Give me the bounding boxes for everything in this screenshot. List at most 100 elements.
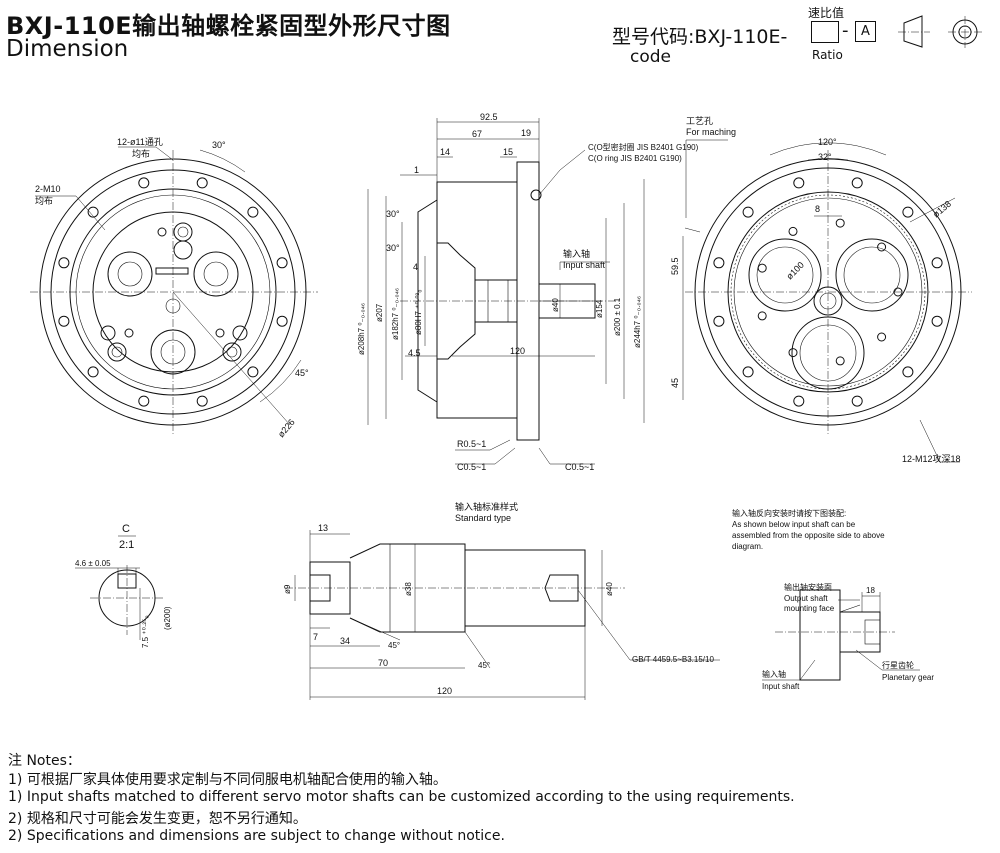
ratio-label-en: Ratio (812, 48, 843, 62)
reverse-note-cn: 输入轴反向安装时请按下图装配: (732, 508, 846, 518)
bolt-hole (196, 395, 208, 407)
side-input-shaft-en: Input shaft (563, 260, 606, 270)
side-d40: ø40 (551, 298, 560, 312)
bolt-hole (931, 257, 943, 269)
code-dash: - (842, 20, 849, 41)
front-thread-note: 2-M10 (35, 184, 61, 194)
bolt-hole (87, 206, 99, 218)
reverse-mount-en2: mounting face (784, 604, 835, 613)
bolt-hole (851, 177, 863, 189)
reverse-mount-cn: 输出轴安装面 (784, 582, 832, 592)
shaft-angle-45b: 45° (478, 661, 490, 670)
note-1-cn: 1) 可根据厂家具体使用要求定制与不同伺服电机轴配合使用的输入轴。 (8, 772, 447, 788)
bolt-hole (793, 395, 805, 407)
oring-note-cn: C(O型密封圈 JIS B2401 G190) (588, 142, 699, 152)
side-dim-120: 120 (510, 346, 525, 356)
back-angle-32: 32° (818, 152, 832, 162)
side-dim-4-5: 4.5 (408, 348, 421, 358)
side-d182: ø182h7 ⁰₋₀.₀₄₆ (391, 288, 400, 340)
bolt-hole (902, 366, 914, 378)
back-view (682, 139, 972, 463)
bolt-hole (788, 348, 798, 358)
bolt-hole (931, 315, 943, 327)
ratio-box (811, 21, 839, 43)
detail-c-d200: (ø200) (163, 606, 172, 630)
back-thread-note: 12-M12攻深18 (902, 453, 961, 464)
suffix-box: A (855, 21, 876, 42)
bolt-hole (247, 366, 259, 378)
shaft-title-en: Standard type (455, 513, 511, 523)
bolt-hole (713, 315, 725, 327)
bolt-hole (196, 177, 208, 189)
bolt-hole (851, 395, 863, 407)
side-angle-30a: 30° (386, 209, 400, 219)
side-section-view (367, 118, 645, 465)
bolt-hole (793, 177, 805, 189)
reverse-note-en3: diagram. (732, 542, 763, 551)
front-hole-note-2: 均布 (132, 148, 150, 159)
bolt-hole (138, 395, 150, 407)
shaft-d40: ø40 (605, 582, 614, 596)
bolt-hole (877, 332, 887, 342)
back-angle-120: 120° (818, 137, 837, 147)
bolt-hole (247, 206, 259, 218)
front-hole-note: 12-ø11通孔 (117, 137, 163, 147)
bolt-hole (757, 311, 767, 321)
side-d207: ø207 (375, 303, 384, 322)
reverse-gear-cn: 行星齿轮 (882, 660, 914, 670)
bolt-hole (835, 218, 845, 228)
reverse-mount-en1: Output shaft (784, 594, 828, 603)
front-dia-226: ø226 (276, 417, 297, 439)
front-thread-note-cn: 均布 (35, 195, 53, 206)
reverse-dim-18: 18 (866, 586, 875, 595)
detail-c-label: C (122, 523, 130, 535)
bolt-hole (276, 315, 288, 327)
shaft-dim-70: 70 (378, 658, 388, 668)
front-angle-side: 45° (295, 368, 309, 378)
side-dim-4: 4 (413, 262, 418, 272)
side-d208: ø208h7 ⁰₋₀.₀₄₆ (357, 303, 366, 355)
bolt-hole (757, 263, 767, 273)
model-code-label: 型号代码:BXJ-110E- (612, 26, 788, 48)
back-craft-cn: 工艺孔 (686, 116, 713, 126)
side-dim-92-5: 92.5 (480, 112, 498, 122)
back-d100: ø100 (784, 260, 806, 282)
front-view (30, 146, 318, 435)
title-cn: BXJ-110E输出轴螺栓紧固型外形尺寸图 (6, 12, 451, 40)
front-angle-top: 30° (212, 140, 226, 150)
shaft-title-cn: 输入轴标准样式 (455, 501, 518, 512)
side-dim-19: 19 (521, 128, 531, 138)
bolt-hole (58, 257, 70, 269)
bolt-hole (742, 366, 754, 378)
bolt-hole (902, 206, 914, 218)
shaft-standard: GB/T 4459.5~B3.15/10 (632, 655, 714, 664)
reverse-gear-en: Planetary gear (882, 673, 934, 682)
side-c05b: C0.5~1 (565, 462, 594, 472)
bolt-hole (87, 366, 99, 378)
back-dim-45: 45 (670, 378, 680, 388)
shaft-angle-45a: 45° (388, 641, 400, 650)
bolt-hole (713, 257, 725, 269)
side-d200: ø200 ± 0.1 (613, 297, 622, 336)
note-2-en: 2) Specifications and dimensions are sub… (8, 828, 505, 844)
ratio-label-cn: 速比值 (808, 6, 845, 20)
side-d154: ø154 (595, 299, 604, 318)
note-2-cn: 2) 规格和尺寸可能会发生变更，恕不另行通知。 (8, 811, 307, 827)
bolt-hole (58, 315, 70, 327)
back-d138: ø138 (931, 199, 953, 220)
notes-heading: 注 Notes： (8, 753, 81, 769)
side-dim-15: 15 (503, 147, 513, 157)
title-en: Dimension (6, 36, 129, 62)
standard-shaft-view (285, 530, 720, 700)
reverse-note-en2: assembled from the opposite side to abov… (732, 531, 885, 540)
bolt-hole (742, 206, 754, 218)
side-c05a: C0.5~1 (457, 462, 486, 472)
back-dim-8: 8 (815, 204, 820, 214)
side-dim-67: 67 (472, 129, 482, 139)
shaft-dim-13: 13 (318, 523, 328, 533)
bolt-hole (276, 257, 288, 269)
side-angle-30b: 30° (386, 243, 400, 253)
bolt-hole (138, 177, 150, 189)
side-input-shaft-cn: 输入轴 (563, 248, 590, 259)
